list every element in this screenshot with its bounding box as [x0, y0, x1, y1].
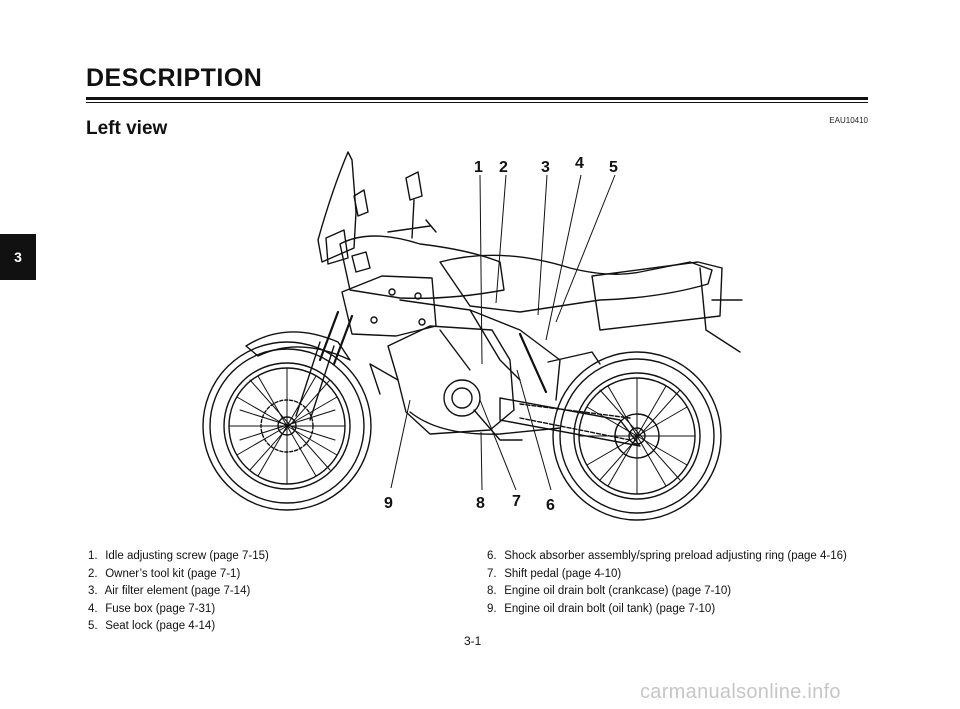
callout-2: 2 [499, 159, 508, 176]
rear-wheel [552, 351, 722, 521]
callout-7: 7 [512, 493, 521, 510]
legend-item: 2. Owner’s tool kit (page 7-1) [88, 567, 241, 580]
legend-item: 1. Idle adjusting screw (page 7-15) [88, 550, 269, 562]
legend-right: 6. Shock absorber assembly/spring preloa… [487, 548, 847, 618]
legend-item: 7. Shift pedal (page 4-10) [487, 567, 622, 580]
legend-item: 8. Engine oil drain bolt (crankcase) (pa… [487, 585, 732, 598]
callout-6: 6 [546, 497, 555, 514]
callout-5: 5 [609, 159, 618, 176]
reference-code: EAU10410 [829, 116, 868, 125]
legend-item: 6. Shock absorber assembly/spring preloa… [487, 550, 847, 562]
watermark: carmanualsonline.info [640, 681, 841, 703]
callout-1: 1 [474, 159, 483, 176]
callout-8: 8 [476, 495, 485, 512]
header-rule-thin [86, 102, 868, 103]
chapter-tab: 3 [0, 234, 36, 280]
callout-3: 3 [541, 159, 550, 176]
legend-item: 4. Fuse box (page 7-31) [88, 602, 216, 615]
legend-item: 9. Engine oil drain bolt (oil tank) (pag… [487, 602, 716, 615]
section-heading: Left view [86, 118, 168, 139]
callout-4: 4 [575, 155, 584, 172]
legend-item: 3. Air filter element (page 7-14) [88, 585, 251, 598]
legend-left: 1. Idle adjusting screw (page 7-15) 2. O… [88, 548, 269, 636]
page-number: 3-1 [464, 634, 482, 648]
page-title: DESCRIPTION [86, 64, 263, 92]
front-wheel [202, 341, 372, 511]
header-rule-thick [86, 97, 868, 100]
legend-item: 5. Seat lock (page 4-14) [88, 620, 216, 633]
callout-9: 9 [384, 495, 393, 512]
